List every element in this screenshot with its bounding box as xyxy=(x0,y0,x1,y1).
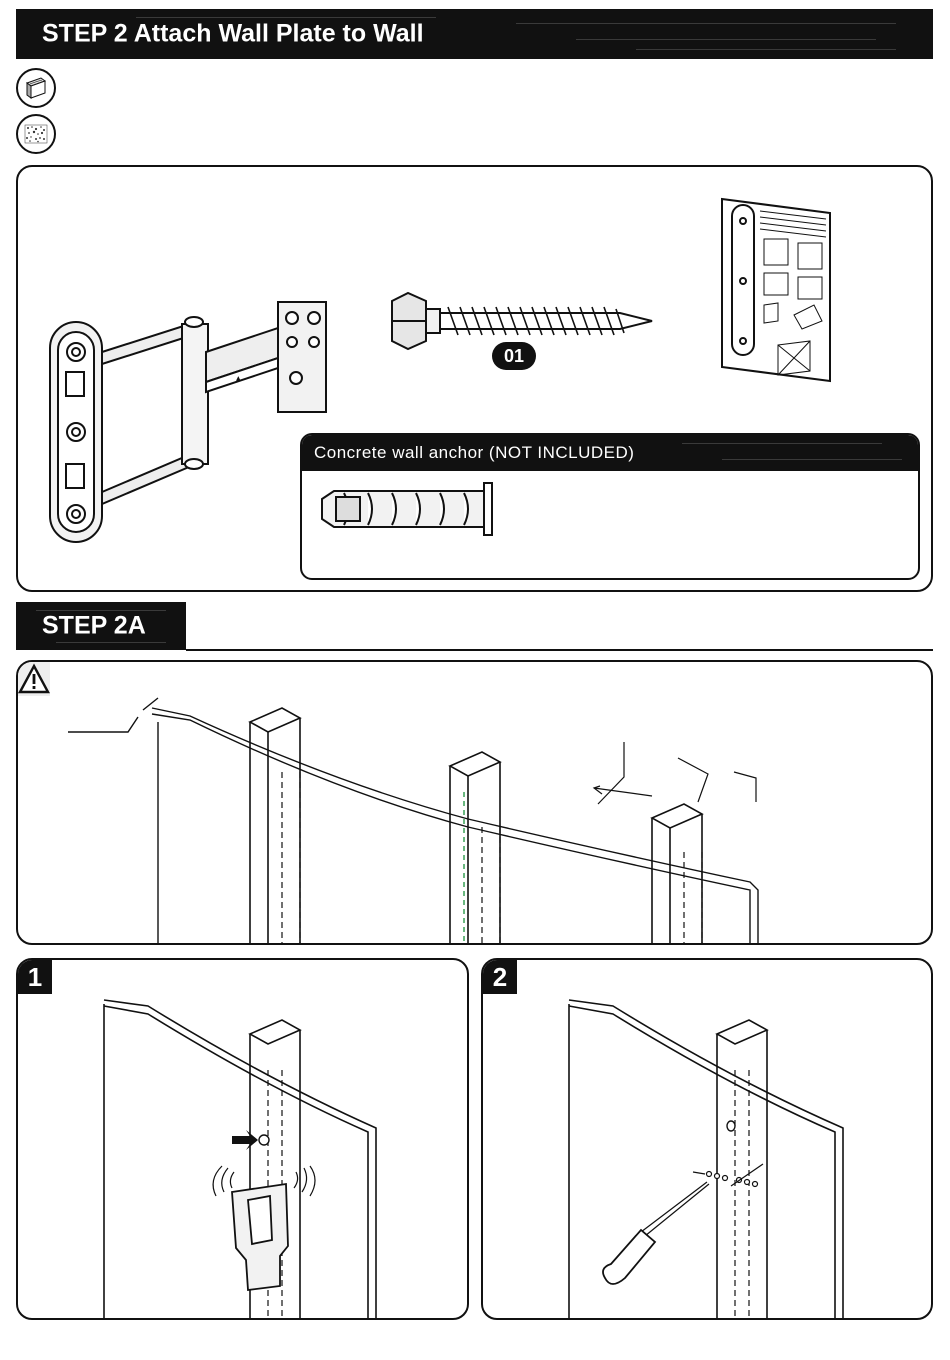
wall-studs-illustration xyxy=(18,662,933,945)
parts-panel: ▲ 01 xyxy=(16,165,933,592)
step2a-header: STEP 2A xyxy=(16,602,186,650)
wood-stud-icon xyxy=(16,68,56,108)
anchor-panel-header: Concrete wall anchor (NOT INCLUDED) xyxy=(302,435,918,471)
stud-finder-illustration xyxy=(18,960,469,1320)
step-header: STEP 2 Attach Wall Plate to Wall xyxy=(16,9,933,59)
screw-badge-label: 01 xyxy=(504,346,524,366)
stud-overview-panel xyxy=(16,660,933,945)
step2a-rule xyxy=(186,649,933,651)
substep-1-panel: 1 xyxy=(16,958,469,1320)
substep-2-panel: 2 xyxy=(481,958,933,1320)
anchor-panel-title: Concrete wall anchor (NOT INCLUDED) xyxy=(314,443,634,463)
svg-text:▲: ▲ xyxy=(236,375,241,382)
awl-probe-illustration xyxy=(483,960,933,1320)
screw-badge: 01 xyxy=(492,342,536,370)
step-title: STEP 2 Attach Wall Plate to Wall xyxy=(42,20,424,49)
drilling-template-illustration xyxy=(718,195,838,385)
step2a-title: STEP 2A xyxy=(42,612,146,641)
concrete-icon xyxy=(16,114,56,154)
wall-anchor-illustration xyxy=(314,479,494,539)
anchor-panel: Concrete wall anchor (NOT INCLUDED) xyxy=(300,433,920,580)
